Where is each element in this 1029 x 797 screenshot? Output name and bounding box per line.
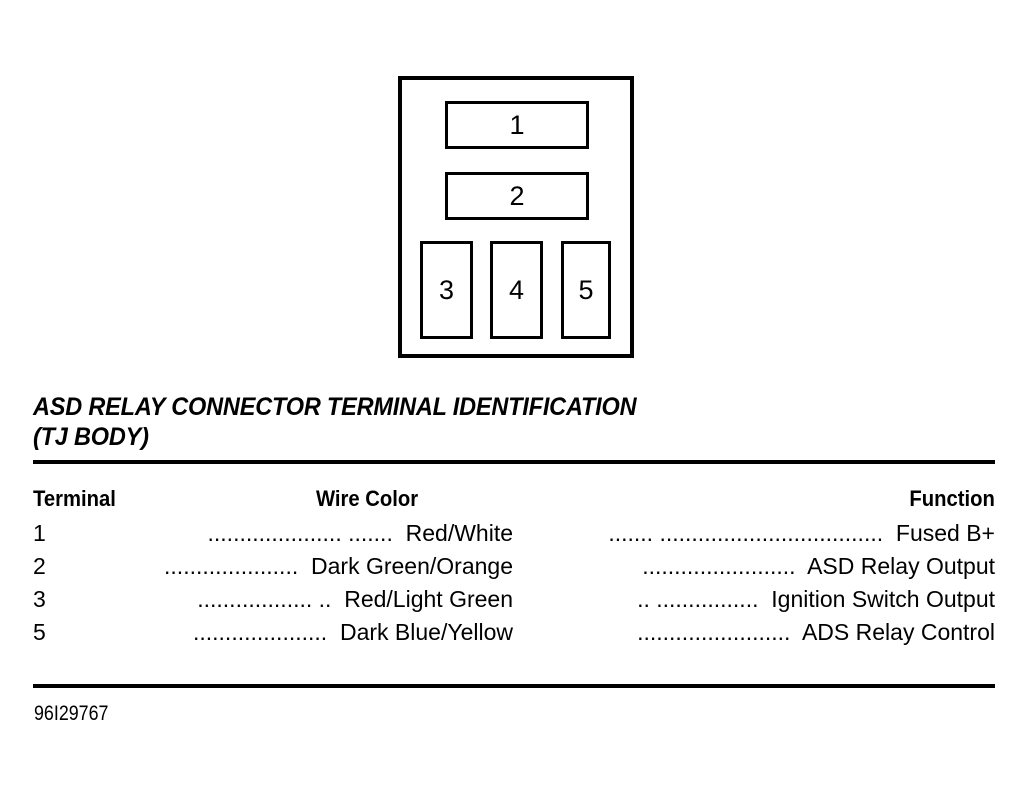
table-row: 1 ..................... ....... Red/Whit… [33,518,995,551]
leader-dots-right: ........................ [642,553,796,579]
pin-5-label: 5 [578,274,594,305]
wire-color-text: Dark Blue/Yellow [339,619,513,645]
connector-pin-5: 5 [561,241,611,339]
cell-wire-color: .................. .. Red/Light Green [57,584,513,615]
function-text: ASD Relay Output [807,553,995,579]
function-text: ADS Relay Control [801,619,995,645]
cell-terminal: 1 [33,520,46,546]
leader-dots-right: .. ................ [637,586,759,612]
table-bottom-rule [33,684,995,688]
function-text: Ignition Switch Output [771,586,995,612]
connector-pin-1: 1 [445,101,589,149]
cell-wire-color: ..................... Dark Green/Orange [57,551,513,582]
cell-function: .. ................ Ignition Switch Outp… [637,584,995,615]
wire-color-text: Red/Light Green [344,586,513,612]
column-header-function: Function [909,486,995,511]
column-header-terminal: Terminal [33,486,116,511]
leader-dots-right: ........................ [637,619,791,645]
leader-dots-left: ..................... [192,619,328,645]
table-header-row: Terminal Wire Color Function [33,486,995,518]
cell-wire-color: ..................... ....... Red/White [57,518,513,549]
wire-color-text: Dark Green/Orange [311,553,513,579]
connector-pin-3: 3 [420,241,473,339]
page-title-line-2: (TJ BODY) [33,423,149,451]
cell-function: ........................ ADS Relay Contr… [637,617,995,648]
pin-2-label: 2 [509,180,525,211]
function-text: Fused B+ [895,520,995,546]
cell-terminal: 5 [33,619,46,645]
pin-4-label: 4 [508,274,525,305]
table-row: 2 ..................... Dark Green/Orang… [33,551,995,584]
pin-3-label: 3 [438,274,455,305]
wire-color-text: Red/White [405,520,513,546]
figure-reference-code: 96I29767 [34,702,109,725]
cell-terminal: 2 [33,553,46,579]
column-header-wire-color: Wire Color [316,486,419,511]
leader-dots-left: ..................... ....... [207,520,393,546]
cell-wire-color: ..................... Dark Blue/Yellow [57,617,513,648]
cell-function: ........................ ASD Relay Outpu… [642,551,995,582]
pin-1-label: 1 [509,109,525,140]
page-title-line-1: ASD RELAY CONNECTOR TERMINAL IDENTIFICAT… [33,393,637,421]
page-title: ASD RELAY CONNECTOR TERMINAL IDENTIFICAT… [33,392,937,452]
cell-terminal: 3 [33,586,46,612]
connector-pin-2: 2 [445,172,589,220]
table-row: 3 .................. .. Red/Light Green … [33,584,995,617]
title-divider-rule [33,460,995,464]
connector-diagram: 1 2 3 4 5 [398,76,634,358]
table-row: 5 ..................... Dark Blue/Yellow… [33,617,995,650]
terminal-identification-table: Terminal Wire Color Function 1 .........… [33,486,995,650]
cell-function: ....... ................................… [608,518,995,549]
connector-pin-4: 4 [490,241,543,339]
leader-dots-left: .................. .. [197,586,332,612]
leader-dots-right: ....... ................................… [608,520,884,546]
leader-dots-left: ..................... [164,553,299,579]
